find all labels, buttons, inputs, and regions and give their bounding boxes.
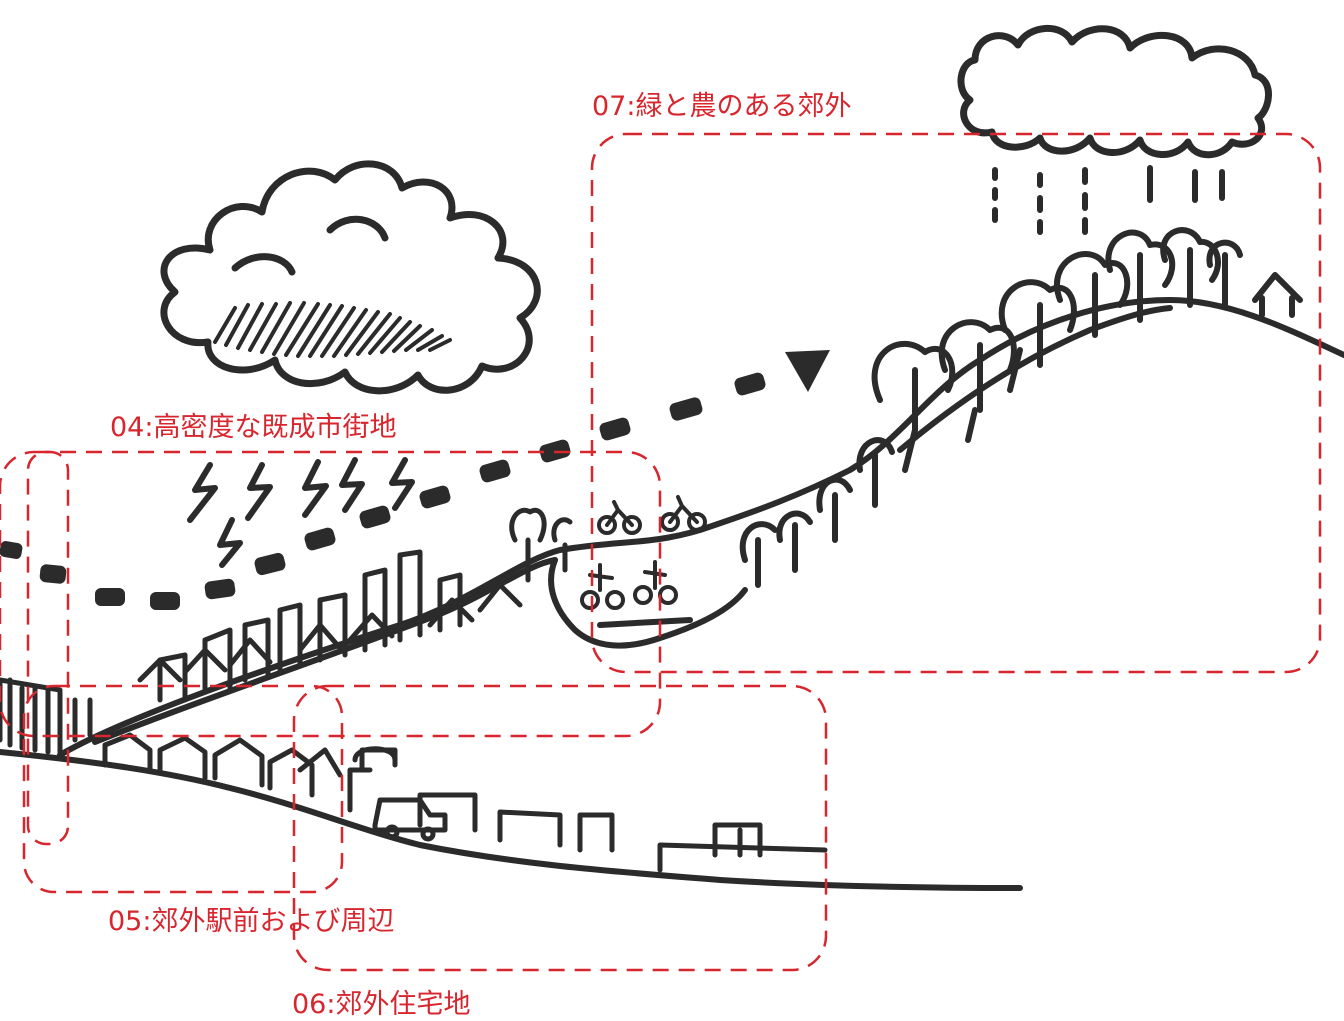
zone-label-07: 07:緑と農のある郊外 bbox=[592, 91, 851, 122]
zone-label-05: 05:郊外駅前および周辺 bbox=[108, 906, 394, 937]
zone-frame-05 bbox=[22, 684, 344, 894]
zone-labels: 07:緑と農のある郊外 04:高密度な既成市街地 05:郊外駅前および周辺 06… bbox=[108, 91, 851, 1020]
zone-frame-04-inner bbox=[26, 450, 70, 846]
zone-label-04: 04:高密度な既成市街地 bbox=[110, 412, 396, 443]
zone-frames bbox=[0, 132, 1322, 972]
bicycle-icon bbox=[580, 495, 707, 610]
tree-icon bbox=[509, 507, 573, 583]
building-icon bbox=[102, 732, 828, 873]
zone-frame-06 bbox=[292, 684, 828, 972]
rain-cloud-icon bbox=[957, 24, 1272, 159]
house-icon bbox=[137, 582, 523, 683]
car-icon bbox=[372, 797, 448, 842]
storm-cloud-icon bbox=[160, 160, 541, 395]
wind-arrow-icon bbox=[0, 350, 830, 610]
building-icon bbox=[0, 549, 463, 755]
rain-drops bbox=[992, 165, 1225, 235]
zone-frame-04 bbox=[0, 450, 662, 738]
storm-rain-hatch bbox=[213, 301, 452, 358]
lightning-icon bbox=[187, 457, 415, 568]
zone-label-06: 06:郊外住宅地 bbox=[292, 989, 470, 1020]
zone-frame-07 bbox=[590, 132, 1322, 674]
lower-terrain bbox=[0, 749, 1023, 891]
tree-icon bbox=[739, 227, 1303, 588]
